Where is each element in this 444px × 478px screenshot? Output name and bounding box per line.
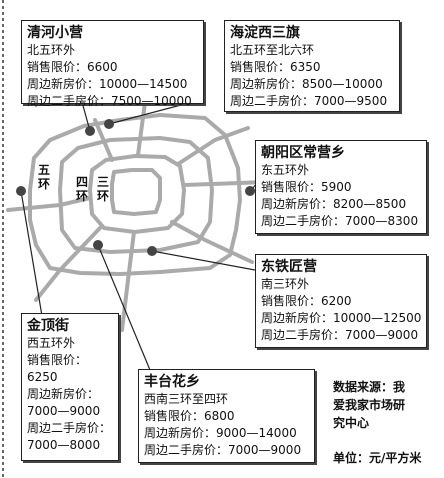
callout-line: 西五环外 [27,336,76,350]
leader-xisanqi [108,99,201,125]
callout-chaoyang-changying: 朝阳区常营乡 东五环外 销售限价：5900 周边新房价：8200—8500 周边… [255,140,427,234]
ring-label-fifth: 五 环 [37,163,51,191]
callout-qinghe-xiaoying: 清河小营 北五环外 销售限价：6600 周边新房价：10000—14500 周边… [21,20,204,108]
ring-label-fourth: 四 环 [75,175,89,203]
callout-line: 6250 [27,370,58,384]
callout-line: 销售限价：6600 [27,60,118,74]
callout-title: 海淀西三旗 [230,25,300,41]
callout-line: 周边二手房价：7000—8300 [261,214,419,228]
marker-dongtiejiang [147,246,157,256]
callout-line: 销售限价：6800 [144,409,235,423]
ring-label-third-char2: 环 [96,189,109,203]
marker-xisanqi [104,119,114,129]
callout-title: 丰台花乡 [144,374,200,390]
radial-road-west [6,196,92,212]
data-source-note: 数据来源：我 爱我家市场研 究中心 [333,378,437,432]
callout-title: 东铁匠营 [261,259,317,275]
callout-line: 周边二手房价： [27,421,112,435]
ring-label-third-char1: 三 [96,175,109,189]
callout-line: 销售限价：5900 [261,180,352,194]
callout-title: 金顶街 [27,318,69,334]
callout-line: 周边新房价：10000—14500 [27,77,188,91]
callout-dong-tiejiangying: 东铁匠营 南三环外 销售限价：6200 周边新房价：10000—12500 周边… [255,254,427,348]
marker-qinghe [85,126,95,136]
callout-line: 周边新房价：10000—12500 [261,311,422,325]
unit-note: 单位：元/平方米 [333,451,422,465]
callout-jindingjie: 金顶街 西五环外 销售限价： 6250 周边新房价： 7000—9000 周边二… [21,313,119,461]
ring-label-third: 三 环 [96,175,110,203]
ring-label-fourth-char1: 四 [75,175,88,189]
radial-road-northeast [176,126,250,166]
fourth-ring-road [58,136,214,254]
third-ring-road [88,154,186,234]
callout-line: 东五环外 [261,163,310,177]
callout-line: 销售限价：6200 [261,294,352,308]
leader-jindingjie [20,190,43,317]
callout-line: 周边二手房价：7500—10000 [27,94,192,108]
callout-title: 清河小营 [27,25,83,41]
callout-line: 周边新房价：8500—10000 [230,77,383,91]
callout-line: 北五环至北六环 [230,43,315,57]
data-source-line: 究中心 [333,416,370,430]
callout-line: 周边二手房价：7000—9000 [144,443,302,457]
callout-line: 北五环外 [27,43,76,57]
data-source-line: 爱我家市场研 [333,398,406,412]
fifth-ring-road [28,113,242,276]
callout-line: 南三环外 [261,277,310,291]
callout-line: 周边新房价： [27,387,100,401]
callout-line: 周边二手房价：7000—9000 [261,328,419,342]
radial-road-southwest [34,226,102,302]
radial-road-southeast [170,220,254,264]
leader-qinghe [81,101,91,132]
marker-fengtai [93,240,103,250]
ring-label-fourth-char2: 环 [75,189,88,203]
ring-label-fifth-char1: 五 [37,163,50,177]
radial-road-east [182,180,264,187]
callout-line: 周边新房价：8200—8500 [261,197,407,211]
callout-line: 7000—9000 [27,404,101,418]
ring-label-fifth-char2: 环 [37,177,50,191]
callout-line: 7000—8000 [27,438,101,452]
callout-line: 周边二手房价：7000—9500 [230,94,388,108]
callout-line: 西南三环至四环 [144,392,229,406]
leader-dongtiejiang [151,250,256,271]
callout-title: 朝阳区常营乡 [261,145,345,161]
callout-line: 销售限价：6350 [230,60,321,74]
data-source-line: 数据来源：我 [333,380,406,394]
radial-road-south [120,230,136,332]
callout-haidian-xisanqi: 海淀西三旗 北五环至北六环 销售限价：6350 周边新房价：8500—10000… [224,20,400,112]
marker-jindingjie [16,186,26,196]
callout-line: 周边新房价：9000—14000 [144,426,297,440]
radial-road-northwest [93,118,114,162]
marker-changying [245,186,255,196]
callout-line: 销售限价： [27,353,88,367]
second-ring-road [110,168,162,216]
callout-fengtai-huaxiang: 丰台花乡 西南三环至四环 销售限价：6800 周边新房价：9000—14000 … [138,369,315,463]
leader-fengtai [97,244,151,371]
